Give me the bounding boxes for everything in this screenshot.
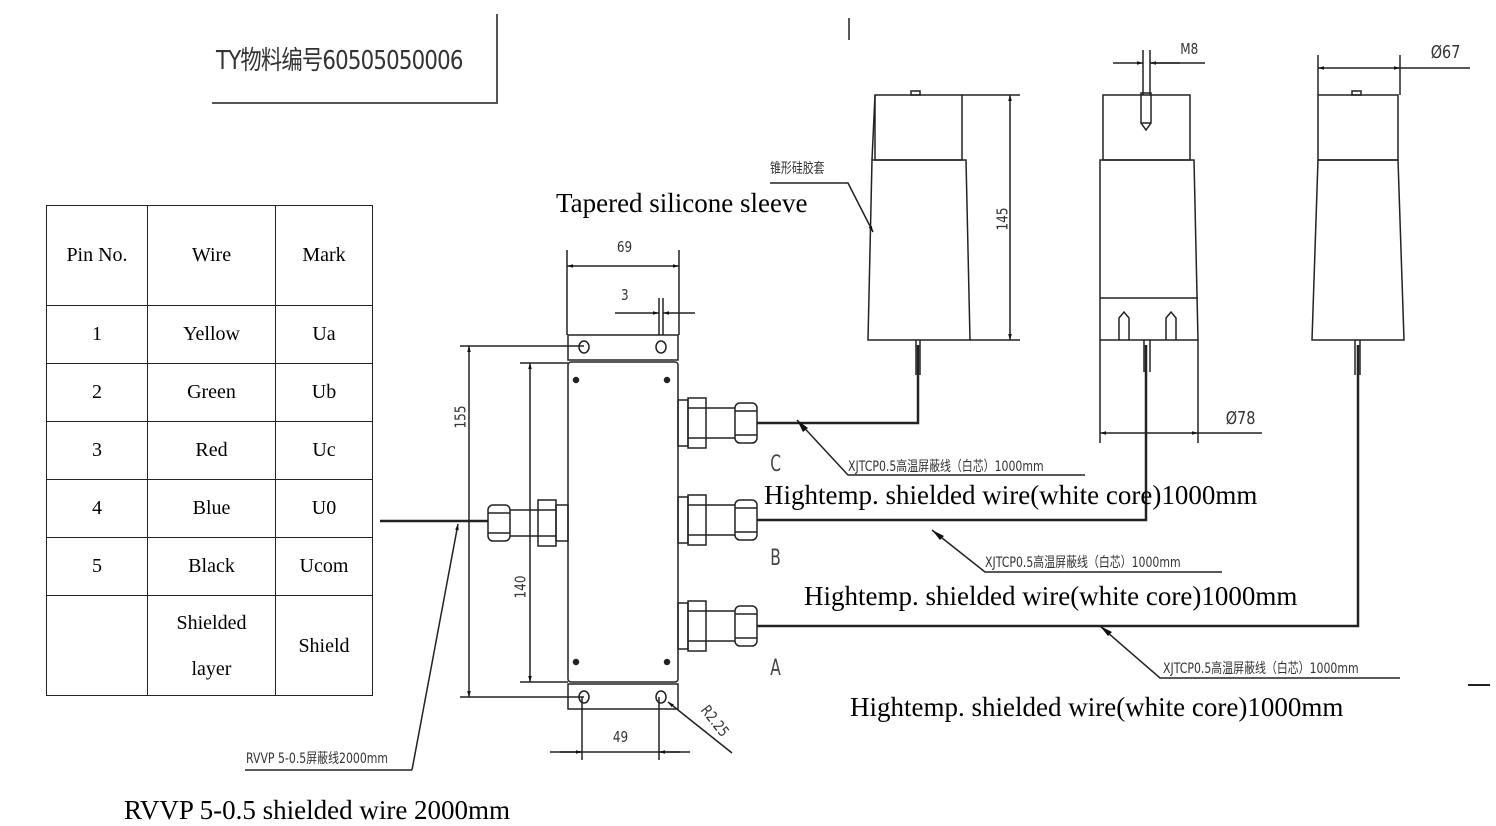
wire-a-label-en: Hightemp. shielded wire(white core)1000m… xyxy=(850,692,1344,722)
wire-c-label-en: Hightemp. shielded wire(white core)1000m… xyxy=(764,480,1258,510)
wire-cell: Shielded layer xyxy=(147,595,276,696)
wire-cell: Green xyxy=(147,363,276,422)
wire-a-leader xyxy=(1099,625,1400,679)
table-row: 4 Blue U0 xyxy=(46,479,373,538)
input-cable-label-cn: RVVP 5-0.5屏蔽线2000mm xyxy=(246,751,389,767)
wire-c-label-cn: XJTCP0.5高温屏蔽线（白芯）1000mm xyxy=(848,459,1044,475)
dimension-m8 xyxy=(1113,50,1205,95)
wire-c xyxy=(757,345,920,425)
mark-cell: Uc xyxy=(275,421,373,480)
dim-label-69: 69 xyxy=(616,238,633,256)
dimension-140 xyxy=(520,362,568,683)
wire-cell: Black xyxy=(147,537,276,596)
top-flange xyxy=(567,334,679,361)
table-row: Shielded layer Shield xyxy=(46,595,373,696)
port-label-a: A xyxy=(770,656,781,681)
dimension-69 xyxy=(566,250,680,335)
wire-line-1: Shielded xyxy=(176,611,247,634)
dim-label-78: Ø78 xyxy=(1225,408,1256,429)
mark-cell: Ub xyxy=(275,363,373,422)
radius-leader xyxy=(667,701,733,754)
dim-label-3: 3 xyxy=(620,286,629,304)
box-body xyxy=(567,361,679,683)
header-wire: Wire xyxy=(147,205,276,306)
table-row: 5 Black Ucom xyxy=(46,537,373,596)
dim-label-49: 49 xyxy=(612,728,629,746)
port-label-c: C xyxy=(770,452,782,477)
sleeve-label-cn: 锥形硅胶套 xyxy=(770,161,825,177)
dim-label-155: 155 xyxy=(451,405,470,429)
wire-c-leader xyxy=(796,419,1085,476)
mark-cell: Shield xyxy=(275,595,373,696)
gland-a xyxy=(677,600,758,652)
table-row: 1 Yellow Ua xyxy=(46,305,373,364)
wire-cell: Yellow xyxy=(147,305,276,364)
dimension-145 xyxy=(962,94,1020,341)
wire-b xyxy=(757,345,1148,522)
wire-b-label-cn: XJTCP0.5高温屏蔽线（白芯）1000mm xyxy=(985,555,1181,571)
mounting-hole xyxy=(578,340,590,354)
dim-label-140: 140 xyxy=(511,575,530,599)
mark-cell: Ua xyxy=(275,305,373,364)
mark-cell: U0 xyxy=(275,479,373,538)
pin-cell xyxy=(46,595,148,696)
screw xyxy=(663,376,671,384)
input-cable-leader xyxy=(411,523,459,771)
sleeve-leader xyxy=(770,182,874,233)
sleeve-label-en: Tapered silicone sleeve xyxy=(556,188,808,218)
port-label-b: B xyxy=(770,546,781,571)
junction-box xyxy=(567,334,679,710)
mark-cell: Ucom xyxy=(275,537,373,596)
pin-cell: 5 xyxy=(46,537,148,596)
pin-cell: 1 xyxy=(46,305,148,364)
table-row: 3 Red Uc xyxy=(46,421,373,480)
wire-line-2: layer xyxy=(191,657,232,680)
input-cable-label-en: RVVP 5-0.5 shielded wire 2000mm xyxy=(124,795,511,825)
dimension-78 xyxy=(1099,340,1262,443)
dimension-3 xyxy=(615,298,695,335)
dim-label-145: 145 xyxy=(993,207,1012,231)
material-number: TY物料编号60505050006 xyxy=(216,46,463,76)
sensor-1 xyxy=(867,90,971,375)
table-row: 2 Green Ub xyxy=(46,363,373,422)
pin-cell: 3 xyxy=(46,421,148,480)
dim-label-m8: M8 xyxy=(1180,40,1199,58)
bottom-flange xyxy=(567,683,679,710)
dimension-67 xyxy=(1317,55,1470,95)
wire-a xyxy=(757,345,1360,628)
sensor-2 xyxy=(1099,92,1199,372)
gland-b xyxy=(677,494,758,546)
gland-c xyxy=(677,397,758,449)
table-header-row: Pin No. Wire Mark xyxy=(46,205,373,306)
screw xyxy=(663,658,671,666)
sensor-3 xyxy=(1311,90,1405,375)
input-cable-gland xyxy=(487,499,569,547)
wire-a-label-cn: XJTCP0.5高温屏蔽线（白芯）1000mm xyxy=(1163,661,1359,677)
mounting-hole xyxy=(655,340,667,354)
title-block: TY物料编号60505050006 xyxy=(212,14,498,104)
dimension-49 xyxy=(550,697,690,760)
screw xyxy=(572,376,580,384)
pin-table: Pin No. Wire Mark 1 Yellow Ua 2 Green Ub… xyxy=(46,205,373,696)
wire-b-label-en: Hightemp. shielded wire(white core)1000m… xyxy=(804,581,1298,611)
dimension-155 xyxy=(460,345,584,698)
dim-label-67: Ø67 xyxy=(1430,42,1461,63)
screw xyxy=(572,658,580,666)
wire-b-leader xyxy=(931,529,1222,573)
mounting-hole xyxy=(655,690,667,704)
